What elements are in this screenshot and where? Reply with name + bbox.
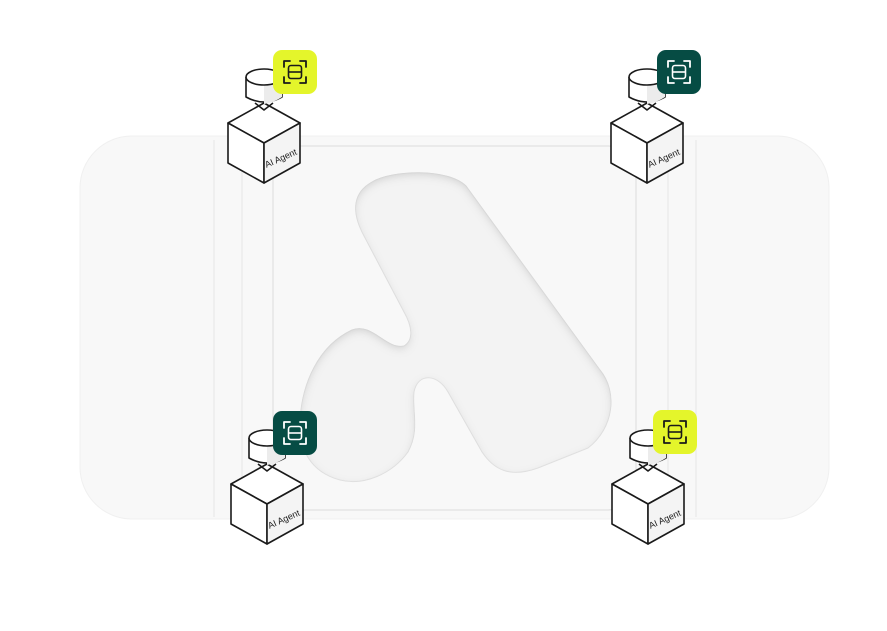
embossed-logo-shape — [299, 172, 612, 483]
agent-bottom-left: AI Agent — [230, 429, 304, 545]
badge-top-left — [273, 50, 317, 94]
agent-top-right: AI Agent — [610, 68, 684, 184]
badge-bottom-left — [273, 411, 317, 455]
badge-top-right — [657, 50, 701, 94]
agent-bottom-right: AI Agent — [611, 429, 685, 545]
badge-bottom-right — [653, 410, 697, 454]
vertical-rails — [213, 140, 697, 517]
agent-top-left: AI Agent — [227, 68, 301, 184]
